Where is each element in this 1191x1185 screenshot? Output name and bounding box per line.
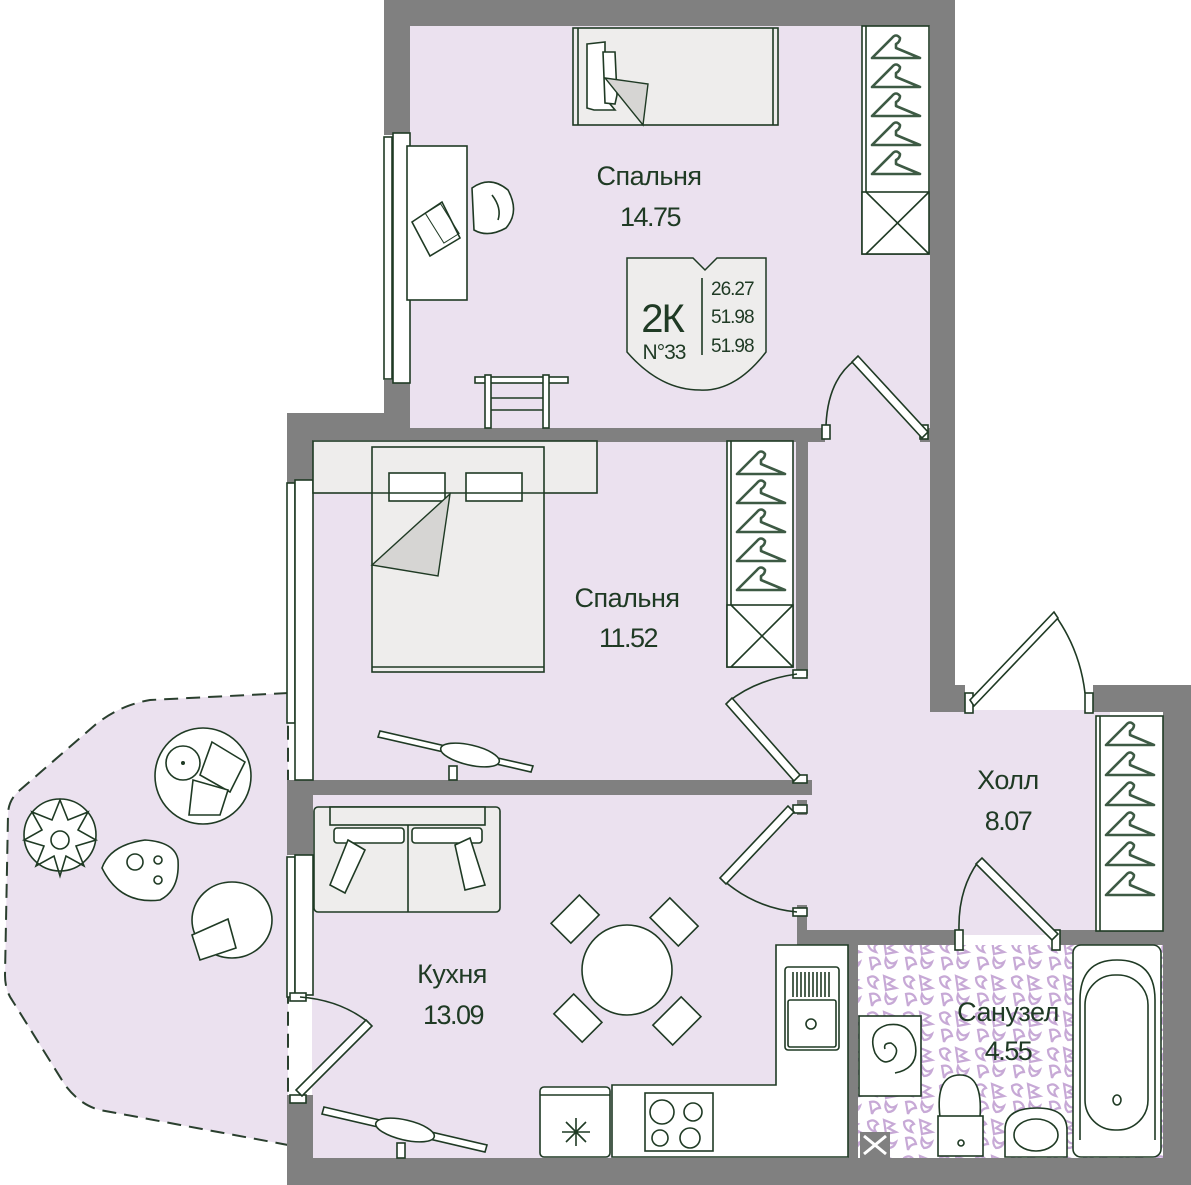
walls (287, 0, 1191, 1185)
hanger-icon (1104, 871, 1156, 897)
room-area-bedroom-2: 11.52 (599, 623, 658, 653)
living-area: 26.27 (711, 279, 754, 300)
desk (406, 145, 515, 301)
hanger-icon (735, 479, 787, 505)
hanger-icon (870, 150, 922, 176)
hanger-icon (870, 34, 922, 60)
room-name-hall: Холл (977, 765, 1039, 795)
wardrobe-bedroom-2 (726, 440, 794, 668)
dining-table (549, 893, 703, 1047)
apartment-number: N°33 (643, 341, 686, 364)
sofa (313, 806, 501, 913)
room-name-bedroom-1: Спальня (597, 161, 702, 191)
hanger-icon (735, 450, 787, 476)
balcony-furniture (21, 727, 273, 962)
plant-icon (21, 797, 99, 879)
kitchen-counter (539, 944, 849, 1158)
doors (289, 354, 1094, 1104)
total-area-with-balcony: 51.98 (711, 336, 754, 357)
hanger-icon (1104, 781, 1156, 807)
hanger-icon (1104, 721, 1156, 747)
apartment-badge: 2К N°33 26.27 51.98 51.98 (626, 257, 767, 391)
hanger-icon (1104, 751, 1156, 777)
room-name-bedroom-2: Спальня (575, 583, 680, 613)
room-name-bathroom: Санузел (957, 997, 1059, 1027)
hanger-icon (735, 537, 787, 563)
apartment-type: 2К (641, 297, 685, 341)
hanger-icon (870, 63, 922, 89)
room-labels: Спальня 14.75 Спальня 11.52 Холл 8.07 Ку… (417, 161, 1059, 1066)
room-area-kitchen: 13.09 (423, 1000, 484, 1030)
room-area-bedroom-1: 14.75 (620, 202, 681, 232)
bathroom-fixtures (858, 944, 1162, 1158)
hanger-icon (735, 508, 787, 534)
chair-rack (474, 374, 569, 429)
tv-stand-bedroom-2 (376, 730, 535, 781)
room-name-kitchen: Кухня (417, 959, 487, 989)
hanger-icon (870, 92, 922, 118)
room-area-hall: 8.07 (985, 806, 1032, 836)
hanger-icon (1104, 841, 1156, 867)
windows (286, 132, 411, 998)
wardrobe-bedroom-1 (861, 25, 930, 255)
total-area: 51.98 (711, 307, 754, 328)
hanger-icon (735, 566, 787, 592)
hanger-icon (870, 121, 922, 147)
double-bed (312, 440, 598, 673)
tv-stand-kitchen (320, 1106, 489, 1159)
room-area-bathroom: 4.55 (985, 1036, 1032, 1066)
hanger-icon (1104, 811, 1156, 837)
single-bed (572, 27, 779, 127)
